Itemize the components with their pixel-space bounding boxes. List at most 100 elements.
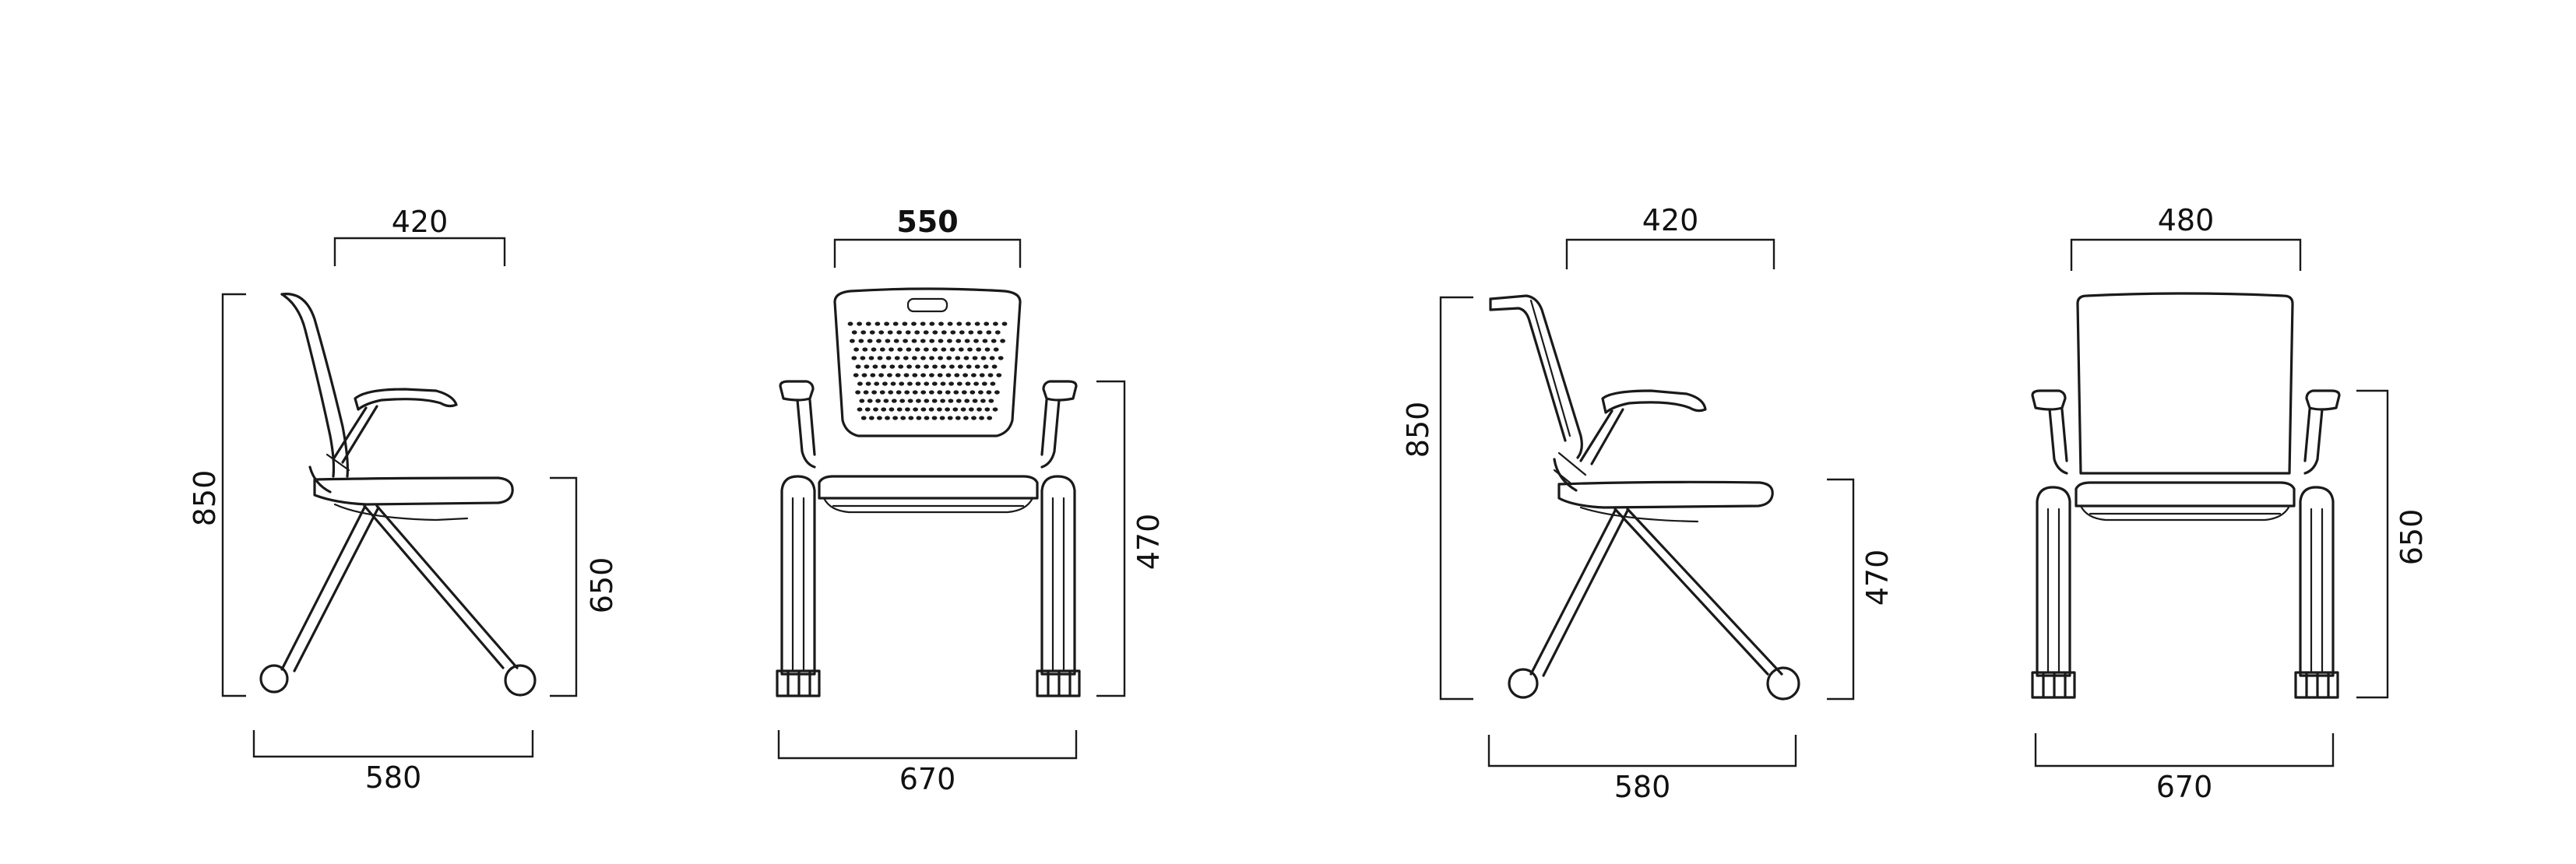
shell-perforation-hole [931,381,938,386]
shell-perforation-hole [903,356,909,360]
chair-a-side-outline [259,293,537,697]
shell-perforation-hole [850,339,855,343]
shell-perforation-hole [896,330,903,335]
shell-perforation-hole [996,373,1002,378]
shell-perforation-hole [955,356,961,360]
shell-perforation-hole [971,373,977,378]
shell-perforation-hole [993,347,999,352]
shell-perforation-hole [851,356,857,360]
shell-perforation-hole [889,364,896,369]
shell-perforation-hole [899,399,906,403]
shell-perforation-hole [972,356,978,360]
shell-perforation-hole [881,407,887,412]
shell-perforation-hole [939,416,945,420]
shell-perforation-hole [867,339,873,343]
shell-perforation-hole [968,330,974,335]
shell-perforation-hole [859,399,865,403]
shell-perforation-hole [890,381,896,386]
shell-perforation-hole [941,330,947,335]
shell-perforation-hole [981,381,987,386]
shell-perforation-hole [962,373,968,378]
dimension-label-top-width: 480 [2158,203,2215,237]
shell-perforation-hole [974,321,980,326]
shell-perforation-hole [878,373,884,378]
shell-perforation-hole [984,347,991,352]
shell-perforation-hole [847,321,853,326]
shell-perforation-hole [968,407,974,412]
shell-perforation-hole [895,373,901,378]
shell-perforation-hole [894,356,900,360]
shell-perforation-hole [924,381,930,386]
shell-perforation-hole [887,330,893,335]
shell-perforation-hole [889,407,895,412]
dimension-label-top-width: 420 [392,205,449,239]
dimension-label-seat-height: 470 [1860,550,1895,606]
shell-perforation-hole [865,321,871,326]
shell-perforation-hole [916,416,922,420]
dimension-label-overall-height: 850 [188,470,222,527]
shell-perforation-hole [966,364,972,369]
shell-perforation-hole [945,373,952,378]
shell-perforation-hole [957,364,963,369]
shell-perforation-hole [893,339,899,343]
shell-perforation-hole [896,407,903,412]
shell-perforation-hole [860,330,867,335]
dimension-label-depth: 670 [2156,770,2213,804]
shell-perforation-hole [932,330,938,335]
shell-perforation-hole [873,407,878,412]
shell-perforation-hole [887,373,892,378]
shell-perforation-hole [950,330,956,335]
shell-perforation-hole [883,399,889,403]
shell-perforation-hole [937,373,943,378]
shell-perforation-hole [905,407,910,412]
shell-perforation-hole [971,416,977,420]
shell-perforation-hole [979,416,984,420]
shell-perforation-hole [896,390,902,395]
shell-perforation-hole [904,390,910,395]
shell-perforation-hole [897,347,903,352]
shell-perforation-hole [853,373,859,378]
shell-perforation-hole [872,364,878,369]
shell-perforation-hole [912,356,917,360]
shell-perforation-hole [864,364,870,369]
dimension-label-seat-height: 470 [1131,514,1166,571]
shell-perforation-hole [956,321,962,326]
shell-perforation-hole [984,407,991,412]
dimension-top-width: 420 [1565,203,1775,269]
shell-perforation-hole [966,321,971,326]
shell-perforation-hole [920,407,927,412]
shell-perforation-hole [948,381,954,386]
shell-perforation-hole [945,390,951,395]
shell-perforation-hole [902,321,908,326]
shell-perforation-hole [877,356,883,360]
dimension-seat-height: 470 [1827,478,1895,701]
shell-perforation-hole [879,347,885,352]
dimension-overall-height: 850 [188,293,246,697]
shell-perforation-hole [989,356,995,360]
shell-perforation-hole [908,416,914,420]
shell-perforation-hole [889,347,894,352]
shell-perforation-hole [920,356,926,360]
shell-perforation-hole [920,390,927,395]
shell-perforation-hole [907,381,913,386]
shell-perforation-hole [1000,339,1005,343]
chair-b-side-view: 420 850 470 580 [1401,203,1895,804]
shell-perforation-hole [885,416,890,420]
dimension-depth: 580 [1487,735,1797,804]
shell-perforation-hole [916,399,921,403]
shell-perforation-hole [920,339,926,343]
shell-perforation-hole [955,339,962,343]
shell-perforation-hole [960,407,966,412]
shell-perforation-hole [979,373,985,378]
shell-perforation-hole [954,373,960,378]
shell-perforation-hole [885,356,892,360]
shell-perforation-hole [931,416,938,420]
shell-perforation-hole [991,339,997,343]
shell-perforation-hole [963,416,969,420]
shell-perforation-hole [884,321,889,326]
shell-perforation-hole [871,347,877,352]
shell-perforation-hole [923,330,929,335]
shell-perforation-hole [920,373,926,378]
shell-perforation-hole [915,381,921,386]
